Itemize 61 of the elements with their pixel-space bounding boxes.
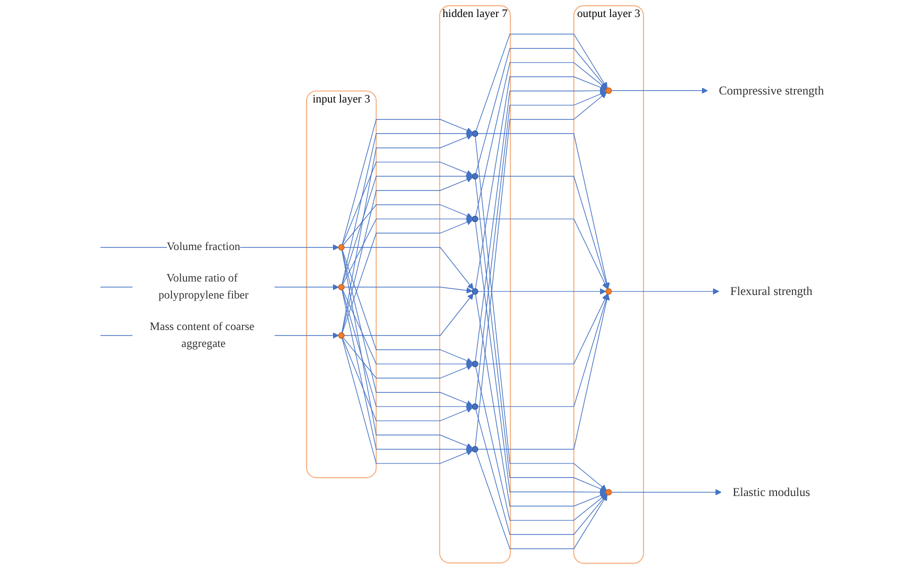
node-circle — [338, 332, 345, 339]
arrow — [342, 290, 472, 410]
arrow — [478, 288, 606, 295]
edge-label: Mass content of coarse aggregate — [150, 320, 254, 350]
arrow — [478, 294, 610, 450]
node-circle — [472, 446, 478, 452]
node-circle — [472, 403, 478, 410]
arrow — [478, 294, 608, 364]
arrow — [611, 489, 722, 496]
arrow — [475, 366, 607, 521]
arrow — [342, 290, 472, 452]
arrow — [478, 218, 608, 290]
arrow — [344, 293, 474, 336]
arrow — [478, 176, 610, 289]
arrow — [478, 133, 610, 289]
arrow — [342, 176, 473, 334]
arrow — [342, 134, 473, 334]
arrow — [342, 250, 473, 449]
node-circle — [472, 216, 478, 222]
arrow — [342, 162, 473, 246]
arrow — [342, 337, 473, 378]
arrow — [342, 338, 473, 422]
node-circle — [472, 288, 478, 295]
node-text: Flexural strength — [730, 284, 812, 298]
arrow — [342, 219, 473, 334]
arrow — [344, 286, 473, 294]
node-text: Elastic modulus — [732, 485, 810, 499]
arrow — [611, 88, 708, 94]
arrow — [475, 62, 607, 216]
arrow — [342, 250, 473, 364]
arrow — [476, 452, 608, 550]
arrow — [476, 34, 608, 132]
arrow — [475, 294, 606, 506]
arrow — [342, 204, 473, 246]
node-circle — [605, 288, 612, 295]
node-circle — [605, 87, 612, 94]
node-circle — [605, 489, 612, 496]
cluster: output layer 3 — [573, 5, 644, 564]
node-circle — [472, 173, 478, 180]
arrow — [344, 247, 474, 290]
arrow — [342, 119, 473, 245]
arrow — [342, 338, 473, 464]
edge-label: Volume ratio of polypropylene fiber — [158, 272, 249, 302]
node-circle — [338, 284, 345, 290]
arrow — [475, 48, 608, 174]
node-text: Compressive strength — [718, 84, 824, 98]
arrow — [478, 294, 610, 407]
arrow — [475, 408, 608, 535]
edge-label: Volume fraction — [166, 240, 240, 254]
node-circle — [472, 130, 478, 137]
arrow — [475, 76, 606, 289]
arrow — [342, 173, 472, 285]
cluster: hidden layer 7 — [439, 5, 511, 564]
node-circle — [472, 360, 478, 368]
arrow — [342, 250, 473, 406]
arrow — [611, 288, 720, 295]
arrow — [342, 289, 472, 368]
arrow — [342, 216, 472, 285]
arrow — [342, 130, 472, 285]
node-circle — [338, 244, 345, 251]
cluster: input layer 3 — [306, 90, 377, 478]
